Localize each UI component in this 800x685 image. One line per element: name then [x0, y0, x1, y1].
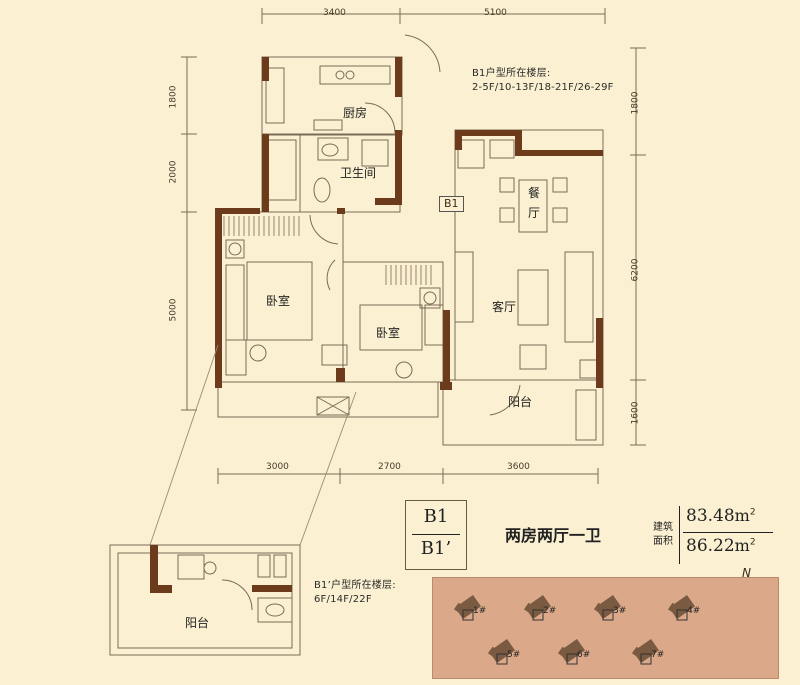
- building-shape-icon: [523, 594, 552, 621]
- floors-b1-list: 2-5F/10-13F/18-21F/26-29F: [472, 82, 614, 93]
- key-building-5: 5#: [485, 630, 525, 670]
- key-building-3: 3#: [591, 586, 631, 626]
- building-shape-icon: [631, 638, 660, 665]
- area-b1-unit: m: [734, 506, 750, 525]
- dim-bottom-2: 2700: [378, 462, 401, 472]
- key-building-3-label: 3#: [613, 606, 627, 616]
- key-building-4-label: 4#: [687, 606, 701, 616]
- key-plan: 1# 2# 3# 4# 5# 6#: [432, 577, 779, 679]
- key-building-6-label: 6#: [577, 650, 591, 660]
- area-b1p-unit: m: [734, 536, 750, 555]
- dim-left-1: 1800: [168, 85, 179, 109]
- unit-marker: B1: [439, 196, 464, 212]
- room-balcony: 阳台: [508, 395, 533, 409]
- building-shape-icon: [667, 594, 696, 621]
- key-building-4: 4#: [665, 586, 705, 626]
- room-living: 客厅: [492, 300, 517, 314]
- floors-b1p-title: B1’户型所在楼层:: [314, 580, 396, 591]
- area-rule: [683, 532, 773, 533]
- area-label-1: 建筑: [653, 522, 673, 533]
- room-bedroom-second: 卧室: [376, 326, 401, 340]
- area-b1-value: 83.48: [686, 506, 735, 526]
- floors-b1p-list: 6F/14F/22F: [314, 594, 372, 605]
- building-shape-icon: [593, 594, 622, 621]
- dim-top-1: 3400: [323, 8, 346, 18]
- area-b1p-value: 86.22: [686, 536, 735, 556]
- compass-label: N: [742, 566, 751, 580]
- dim-left-3: 5000: [168, 298, 179, 322]
- floors-b1-title: B1户型所在楼层:: [472, 68, 551, 79]
- area-b1p-sup: 2: [749, 537, 756, 548]
- room-bedroom-master: 卧室: [266, 294, 291, 308]
- room-kitchen: 厨房: [343, 106, 368, 120]
- unit-code-divider: [412, 534, 460, 535]
- unit-code-badge: B1 B1’: [405, 500, 467, 570]
- building-shape-icon: [487, 638, 516, 665]
- dim-bottom-1: 3000: [266, 462, 289, 472]
- dim-top-2: 5100: [484, 8, 507, 18]
- dim-left-2: 2000: [168, 160, 179, 184]
- room-balcony-b1p: 阳台: [185, 616, 210, 630]
- unit-code-top: B1: [423, 506, 449, 527]
- room-bathroom: 卫生间: [340, 166, 377, 180]
- area-label-2: 面积: [653, 536, 673, 547]
- key-building-2: 2#: [521, 586, 561, 626]
- area-divider: [679, 506, 680, 564]
- dim-bottom-3: 3600: [507, 462, 530, 472]
- key-building-1-label: 1#: [473, 606, 487, 616]
- key-building-1: 1#: [451, 586, 491, 626]
- unit-code-bottom: B1’: [420, 538, 452, 559]
- building-shape-icon: [453, 594, 482, 621]
- key-building-6: 6#: [555, 630, 595, 670]
- area-b1-sup: 2: [749, 507, 756, 518]
- layout-title: 两房两厅一卫: [505, 526, 602, 545]
- building-shape-icon: [557, 638, 586, 665]
- key-building-7: 7#: [629, 630, 669, 670]
- room-dining-1: 餐: [528, 186, 541, 200]
- key-building-2-label: 2#: [543, 606, 557, 616]
- dim-right-2: 6200: [630, 258, 641, 282]
- dim-right-1: 1800: [630, 91, 641, 115]
- key-building-7-label: 7#: [651, 650, 665, 660]
- area-b1p: 86.22m2: [686, 536, 756, 556]
- room-dining-2: 厅: [528, 206, 541, 220]
- area-b1: 83.48m2: [686, 506, 756, 526]
- dim-right-3: 1600: [630, 401, 641, 425]
- key-building-5-label: 5#: [507, 650, 521, 660]
